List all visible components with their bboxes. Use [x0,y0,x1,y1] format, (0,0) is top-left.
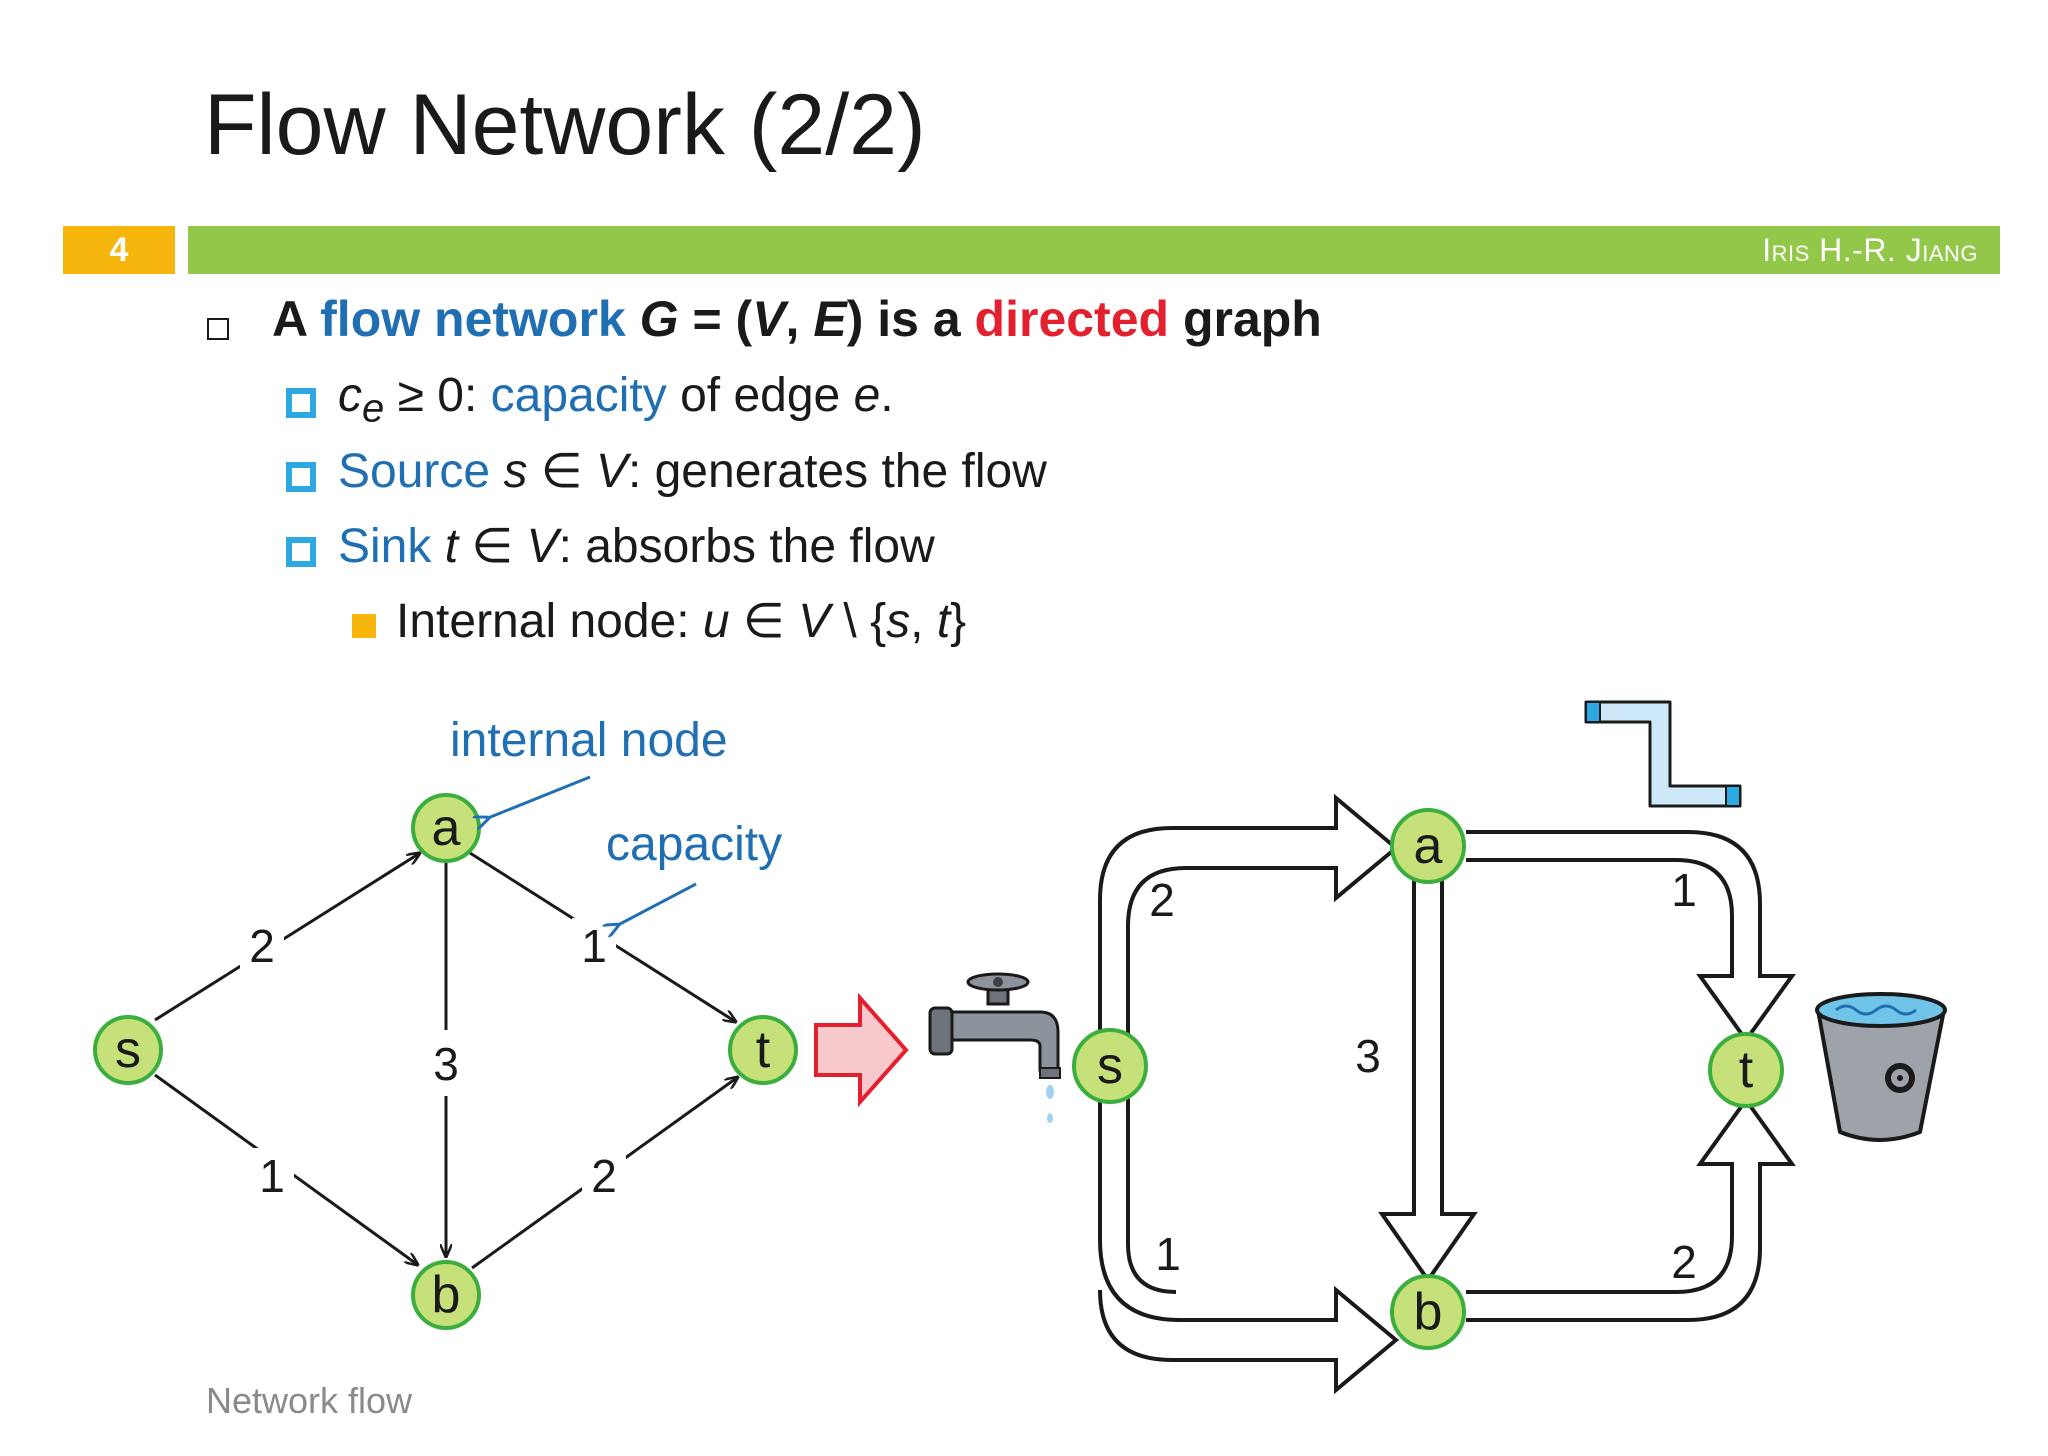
pipe-node-b [1390,1274,1466,1350]
node-label-t: t [756,1021,771,1079]
pipe-b-t [1466,1096,1796,1322]
author-name: Iris H.-R. Jiang [1762,232,1978,268]
bucket-icon [1815,992,1947,1142]
bullet-capacity: ce ≥ 0: capacity of edge e. [338,369,894,431]
hollow-square-bullet-icon [207,318,229,340]
edge-label-b-t: 2 [591,1150,617,1202]
pipe-s-b-inner [1126,1090,1177,1294]
edge-s-a [154,853,420,1022]
node-label-b: b [432,1266,461,1324]
header-bar: Iris H.-R. Jiang [188,226,2000,274]
pipe-node-t [1708,1032,1784,1108]
bullet-flow-network: A flow network G = (V, E) is a directed … [272,291,1322,347]
footer-text: Network flow [206,1380,413,1421]
cyan-square-bullet-icon [286,462,316,492]
node-label-a: a [432,799,461,857]
edge-label-a-b: 3 [433,1038,459,1090]
pipe-label-s-b: 1 [1155,1228,1181,1280]
left-graph: 2 1 3 1 2 s a b t internal node capacity [93,714,798,1330]
bullet-source: Source s ∈ V: generates the flow [338,445,1047,498]
node-label-s: s [115,1021,141,1079]
cyan-square-bullet-icon [286,388,316,418]
pipe-label-a-t: 1 [1671,864,1697,916]
annotation-internal-node: internal node [450,714,728,767]
pipe-a-t [1466,830,1796,1044]
pipe-label-s-a: 2 [1149,874,1175,926]
cyan-square-bullet-icon [286,537,316,567]
pipe-node-a [1390,808,1466,884]
node-s [93,1015,163,1085]
edge-label-s-b: 1 [259,1150,285,1202]
pipe-node-label-b: b [1414,1283,1443,1341]
node-t [728,1015,798,1085]
pipe-label-a-b: 3 [1355,1030,1381,1082]
pipe-diagram [1098,793,1796,1395]
edge-label-s-a: 2 [249,920,275,972]
annotation-arrow-capacity [618,882,697,925]
node-b [411,1260,481,1330]
pipe-node-s [1072,1028,1148,1104]
pipe-s-b-outer [1098,1090,1400,1395]
pipe-a-b [1378,878,1478,1284]
annotation-capacity: capacity [606,818,782,871]
pipe-s-a-outer [1098,793,1400,1066]
annotation-arrow-internal-node [488,775,591,818]
bullet-sink: Sink t ∈ V: absorbs the flow [338,520,935,573]
pipe-node-label-a: a [1414,817,1443,875]
pipe-node-label-s: s [1097,1037,1123,1095]
pipe-icon [1584,700,1742,808]
page-number-badge: 4 [63,226,175,274]
faucet-icon [928,972,1061,1123]
pipe-label-b-t: 2 [1671,1236,1697,1288]
bullet-internal-node: Internal node: u ∈ V \ {s, t} [396,595,967,648]
edge-label-a-t: 1 [581,920,607,972]
pipe-node-label-t: t [1739,1041,1754,1099]
orange-square-bullet-icon [352,614,376,638]
slide-title: Flow Network (2/2) [204,77,926,173]
arrow-right-icon [814,992,909,1108]
